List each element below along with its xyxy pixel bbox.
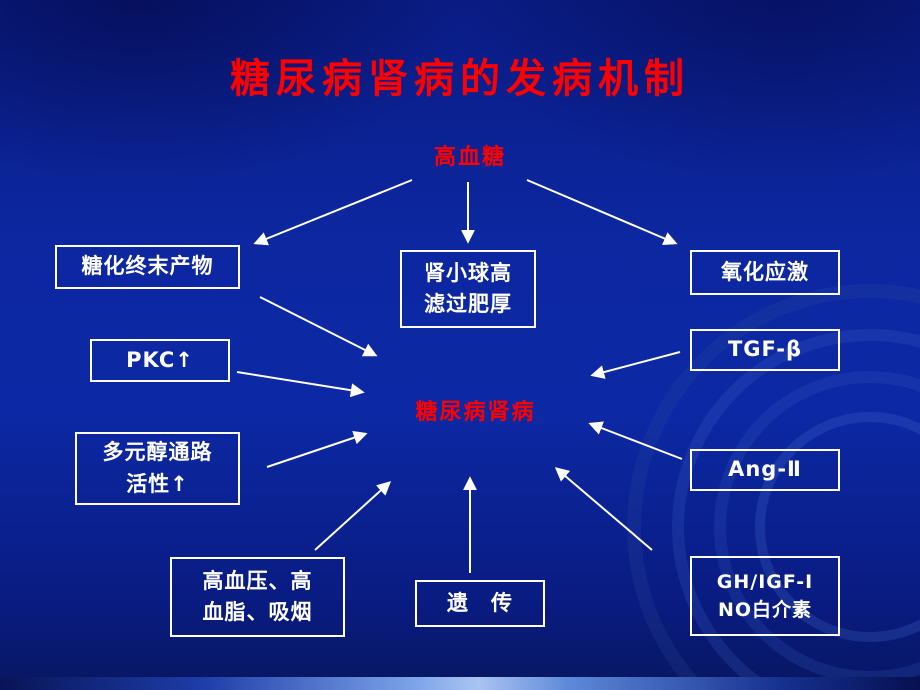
arrow-tgf-beta-to-center (590, 351, 681, 379)
bottom-gradient-bar (0, 677, 920, 690)
arrow-age-products-to-center (259, 296, 378, 357)
box-age-products: 糖化终末产物 (55, 245, 240, 289)
hyperglycemia-label: 高血糖 (433, 145, 506, 170)
arrow-polyol-to-center (266, 430, 368, 468)
box-polyol-pathway: 多元醇通路 活性↑ (75, 432, 240, 505)
arrow-hyperglycemia-to-oxidative-stress (526, 179, 678, 246)
arrow-risk-factors-to-center (314, 481, 392, 551)
box-risk-factors: 高血压、高 血脂、吸烟 (170, 557, 345, 637)
arrow-ang-ii-to-center (588, 421, 683, 460)
box-ang-ii: Ang-Ⅱ (690, 449, 840, 491)
box-tgf-beta: TGF-β (690, 329, 840, 371)
box-gh-igf: GH/IGF-Ⅰ NO白介素 (690, 556, 840, 636)
box-oxidative-stress: 氧化应激 (690, 250, 840, 295)
box-glomerular-hypertrophy: 肾小球高 滤过肥厚 (400, 250, 536, 328)
box-pkc: PKC↑ (90, 339, 230, 382)
box-heredity: 遗 传 (415, 580, 545, 627)
arrow-gh-igf-to-center (554, 467, 653, 551)
arrow-hyperglycemia-to-age-products (253, 179, 413, 246)
diabetic-nephropathy-label: 糖尿病肾病 (415, 400, 536, 425)
arrow-pkc-to-center (236, 371, 365, 398)
slide-title: 糖尿病肾病的发病机制 (230, 56, 690, 102)
